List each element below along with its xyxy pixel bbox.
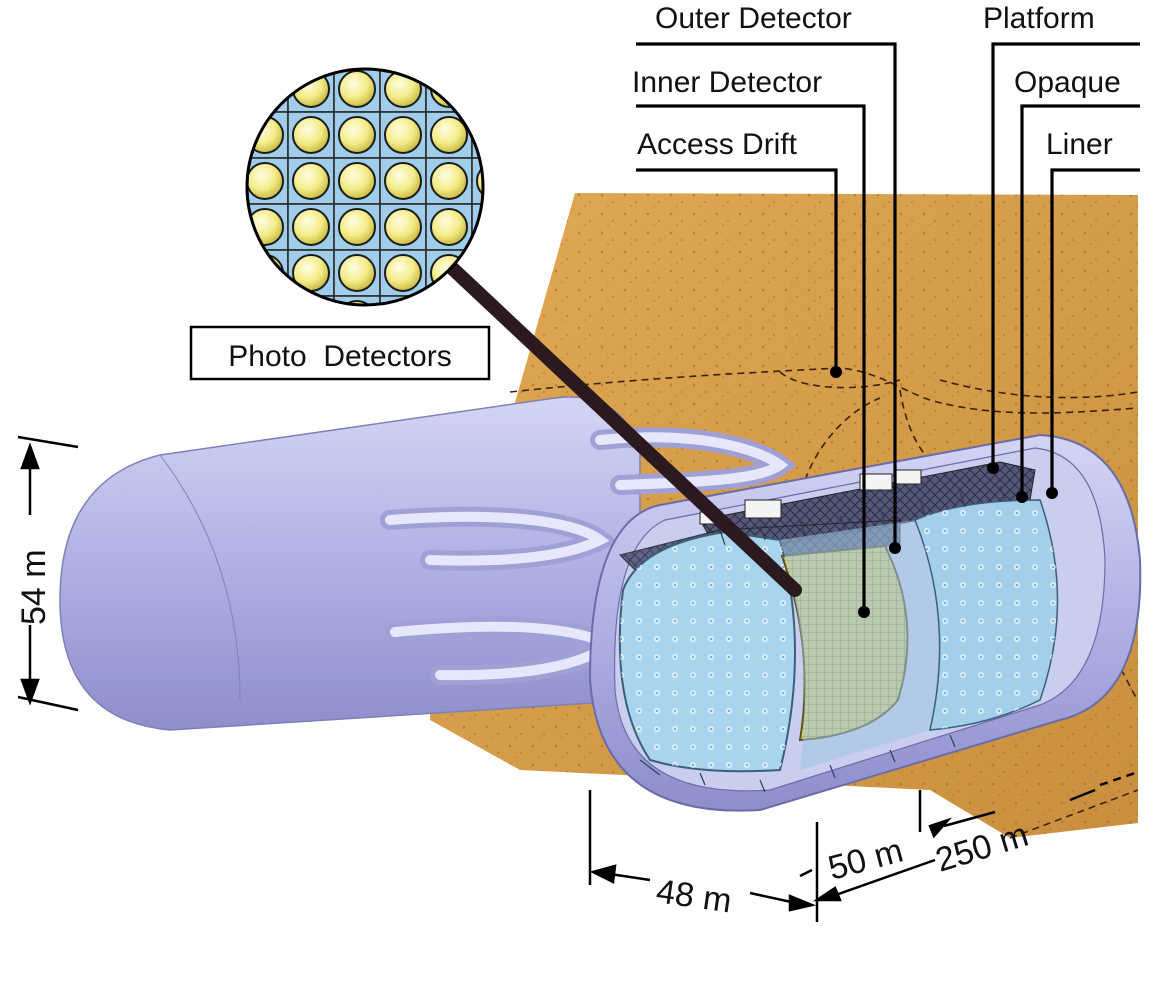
photo-tube	[201, 117, 237, 153]
photo-tube	[292, 208, 330, 246]
photo-tube	[338, 116, 376, 154]
photo-tube	[292, 116, 330, 154]
photo-tube	[385, 25, 421, 61]
pmt-cell	[196, 250, 242, 296]
photo-tube	[338, 254, 376, 292]
photo-tube	[384, 254, 422, 292]
dimension-height	[17, 435, 79, 712]
dimension-height-text: 54 m	[15, 549, 53, 625]
pmt-cell	[288, 20, 334, 66]
access-drift-tunnels	[509, 367, 1139, 839]
photo-tube	[431, 25, 467, 61]
pmt-cell	[426, 20, 472, 66]
pmt-cell	[196, 204, 242, 250]
photo-tube	[201, 25, 237, 61]
photo-tube	[247, 25, 283, 61]
photo-tube	[201, 163, 237, 199]
photo-tube	[430, 116, 468, 154]
pmt-cell	[471, 69, 483, 113]
photo-tube	[384, 208, 422, 246]
photo-tube	[293, 25, 329, 61]
label-outer-detector: Outer Detector	[655, 2, 852, 35]
photo-tube	[476, 254, 483, 292]
photo-tube	[247, 162, 284, 200]
dimension-lengths	[588, 770, 1139, 922]
label-platform: Platform	[983, 2, 1095, 35]
label-inner-detector: Inner Detector	[632, 66, 822, 99]
photo-tube	[292, 162, 330, 200]
photo-detectors-text: Photo Detectors	[228, 340, 451, 373]
photo-tube	[247, 70, 284, 108]
cutaway-detector	[588, 433, 1142, 812]
photo-tube	[338, 208, 376, 246]
photo-tube	[338, 162, 376, 200]
photo-tube	[430, 70, 468, 108]
pmt-cell	[380, 20, 426, 66]
photo-tube	[338, 300, 376, 305]
photo-tube	[338, 70, 376, 108]
photo-tube	[476, 70, 483, 108]
dimension-50m-text: 50 m	[824, 831, 907, 887]
pmt-cell	[196, 66, 242, 112]
photo-tube	[201, 209, 237, 245]
photo-tube	[476, 162, 483, 200]
equipment-huts	[699, 469, 922, 525]
photo-tube	[247, 254, 284, 292]
photo-tube	[384, 116, 422, 154]
pmt-cell	[242, 20, 288, 66]
label-opaque: Opaque	[1014, 66, 1121, 99]
photo-tube	[339, 25, 375, 61]
photo-tube	[477, 25, 513, 61]
pmt-cell	[196, 158, 242, 204]
photo-tube	[430, 208, 468, 246]
photo-tube	[201, 255, 237, 291]
pmt-cell	[471, 203, 483, 251]
dimension-48m-text: 48 m	[654, 872, 734, 920]
pmt-cell	[472, 20, 518, 66]
label-liner: Liner	[1046, 128, 1113, 161]
photo-tube	[476, 116, 483, 154]
photo-tube	[430, 162, 468, 200]
photo-tube	[384, 162, 422, 200]
pmt-cell	[196, 112, 242, 158]
photo-tube	[201, 71, 237, 107]
label-access-drift: Access Drift	[637, 128, 798, 161]
callouts: Outer Detector Inner Detector Access Dri…	[632, 2, 1140, 618]
pmt-cell	[196, 20, 242, 66]
photo-tube	[476, 208, 483, 246]
pmt-cell	[334, 20, 380, 66]
photo-detectors-label: Photo Detectors	[189, 325, 491, 381]
pmt-cell	[247, 249, 289, 297]
